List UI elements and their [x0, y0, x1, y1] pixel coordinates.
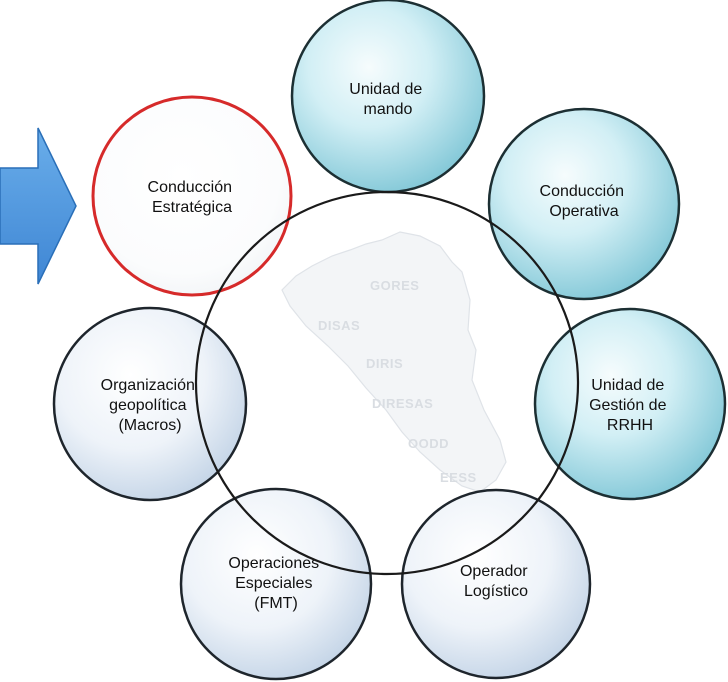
node-unidad-de-gestion-de-rrhh: Unidad de Gestión de RRHH [533, 307, 727, 501]
node-circle [179, 487, 373, 681]
node-conduccion-operativa: Conducción Operativa [487, 107, 681, 301]
map-label-oodd: OODD [408, 436, 449, 451]
node-circle [400, 488, 592, 680]
pointer-arrow-icon [0, 127, 77, 285]
connecting-ring [194, 190, 580, 576]
map-label-diris: DIRIS [366, 356, 403, 371]
map-label-diresas: DIRESAS [372, 396, 433, 411]
node-label: Unidad de mando [349, 81, 426, 118]
node-operador-logistico: Operador Logístico [400, 488, 592, 680]
node-unidad-de-mando: Unidad de mando [290, 0, 486, 194]
node-label: Conducción Estratégica [148, 179, 237, 216]
node-circle [91, 95, 293, 297]
node-label: Operador Logístico [460, 563, 532, 600]
node-label: Organización geopolítica (Macros) [101, 377, 200, 434]
node-label: Unidad de Gestión de RRHH [589, 377, 671, 434]
node-label: Conducción Operativa [540, 183, 629, 220]
map-silhouette [281, 231, 507, 493]
node-conduccion-estrategica: Conducción Estratégica [91, 95, 293, 297]
map-label-eess: EESS [440, 470, 477, 485]
node-label: Operaciones Especiales (FMT) [228, 555, 323, 612]
node-circle [487, 107, 681, 301]
map-label-disas: DISAS [318, 318, 360, 333]
node-circle [533, 307, 727, 501]
map-label-gores: GORES [370, 278, 419, 293]
node-operaciones-especiales: Operaciones Especiales (FMT) [179, 487, 373, 681]
